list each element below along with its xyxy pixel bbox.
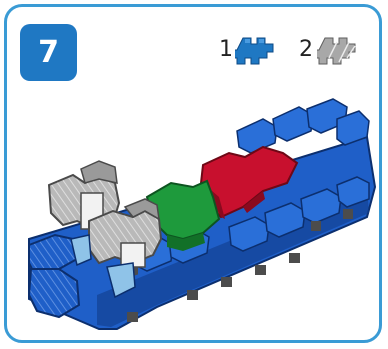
instruction-card: 7 1 2 [4,4,382,343]
assembly-illustration [7,7,382,343]
